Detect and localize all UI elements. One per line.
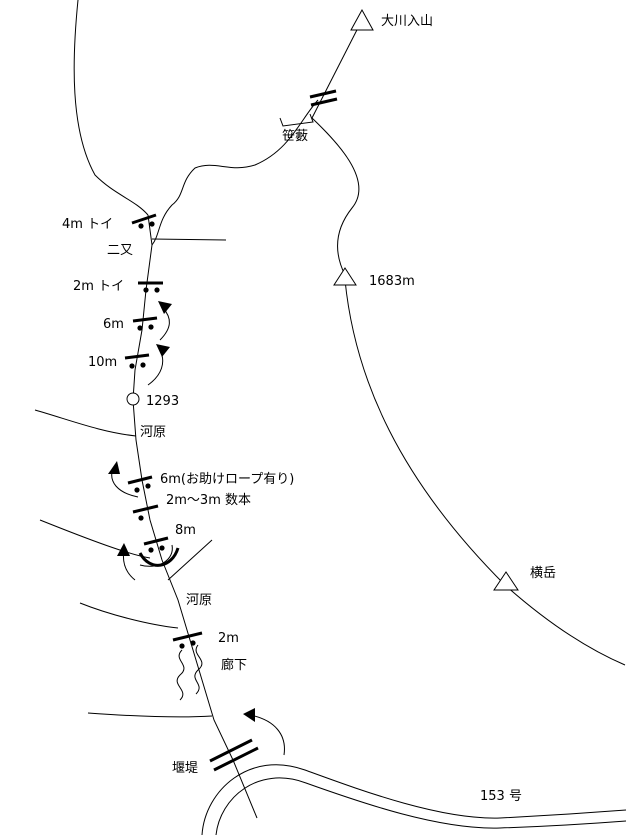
label-f6rope: 6m(お助けロープ有り) xyxy=(160,472,294,487)
label-f2: 2m xyxy=(218,631,239,646)
label-rouka: 廊下 xyxy=(221,657,247,673)
saddle-stream xyxy=(151,99,319,246)
entei-bar-2 xyxy=(213,746,259,772)
gorge-wavy-right xyxy=(194,644,203,695)
fall-bar-10m xyxy=(124,353,150,360)
fall-bar-2m xyxy=(172,631,203,642)
label-p1683: 1683m xyxy=(369,274,415,289)
tributary-1 xyxy=(151,238,227,241)
entei-bar-1 xyxy=(209,738,253,763)
saddle-bar-2 xyxy=(310,97,338,107)
tributary-2 xyxy=(34,409,137,437)
sasayabu-bracket xyxy=(279,113,314,127)
label-f10: 10m xyxy=(88,355,117,370)
arrow-8m-curl xyxy=(139,544,173,567)
fall-bar-6m-rope xyxy=(127,475,153,485)
road-153-edge-2 xyxy=(215,777,627,836)
arrowhead-entei xyxy=(243,708,255,722)
label-yokodake: 横岳 xyxy=(530,566,556,581)
arrowhead-6m xyxy=(158,301,172,314)
label-futamata: 二又 xyxy=(107,243,133,258)
label-toi4: 4m トイ xyxy=(62,217,113,232)
arrowhead-6m-rope xyxy=(108,461,120,474)
peak-yokodake-icon xyxy=(493,571,519,591)
arrow-entei xyxy=(249,714,285,756)
tributary-6 xyxy=(87,712,213,718)
ridge-mid xyxy=(311,117,360,276)
fall-bar-2-3m xyxy=(132,504,159,514)
tributary-4 xyxy=(79,602,179,629)
label-entei: 堰堤 xyxy=(172,761,198,776)
ridge-lower xyxy=(344,279,626,666)
gorge-wavy-left xyxy=(176,649,185,701)
label-sasayabu: 笹藪 xyxy=(282,128,308,144)
fall-bar-6m xyxy=(132,316,158,323)
arrow-10m xyxy=(147,349,164,386)
arrowhead-8m xyxy=(117,543,130,556)
main-stream xyxy=(132,214,258,819)
fall-bar-8m xyxy=(143,536,169,546)
label-okawairi: 大川入山 xyxy=(381,14,433,29)
label-toi2: 2m トイ xyxy=(73,279,124,294)
label-f23: 2m～3m 数本 xyxy=(166,493,251,508)
label-f8: 8m xyxy=(175,523,196,538)
fall-bar-4m xyxy=(131,213,157,225)
point-1293-icon xyxy=(126,392,140,406)
saddle-bar-1 xyxy=(309,89,337,99)
road-153-edge-1 xyxy=(201,764,627,836)
pool-8m xyxy=(138,547,180,567)
label-route153: 153 号 xyxy=(480,789,522,804)
tributary-5 xyxy=(167,539,213,581)
arrowhead-10m xyxy=(156,344,170,357)
peak-okawairi-icon xyxy=(350,8,374,31)
peak-1683-icon xyxy=(333,267,357,286)
upper-left-stream xyxy=(73,0,149,216)
label-p1293: 1293 xyxy=(146,394,179,409)
tributary-3 xyxy=(39,519,151,559)
label-kawara-2: 河原 xyxy=(186,593,212,608)
label-kawara-1: 河原 xyxy=(140,425,166,440)
label-f6: 6m xyxy=(103,317,124,332)
